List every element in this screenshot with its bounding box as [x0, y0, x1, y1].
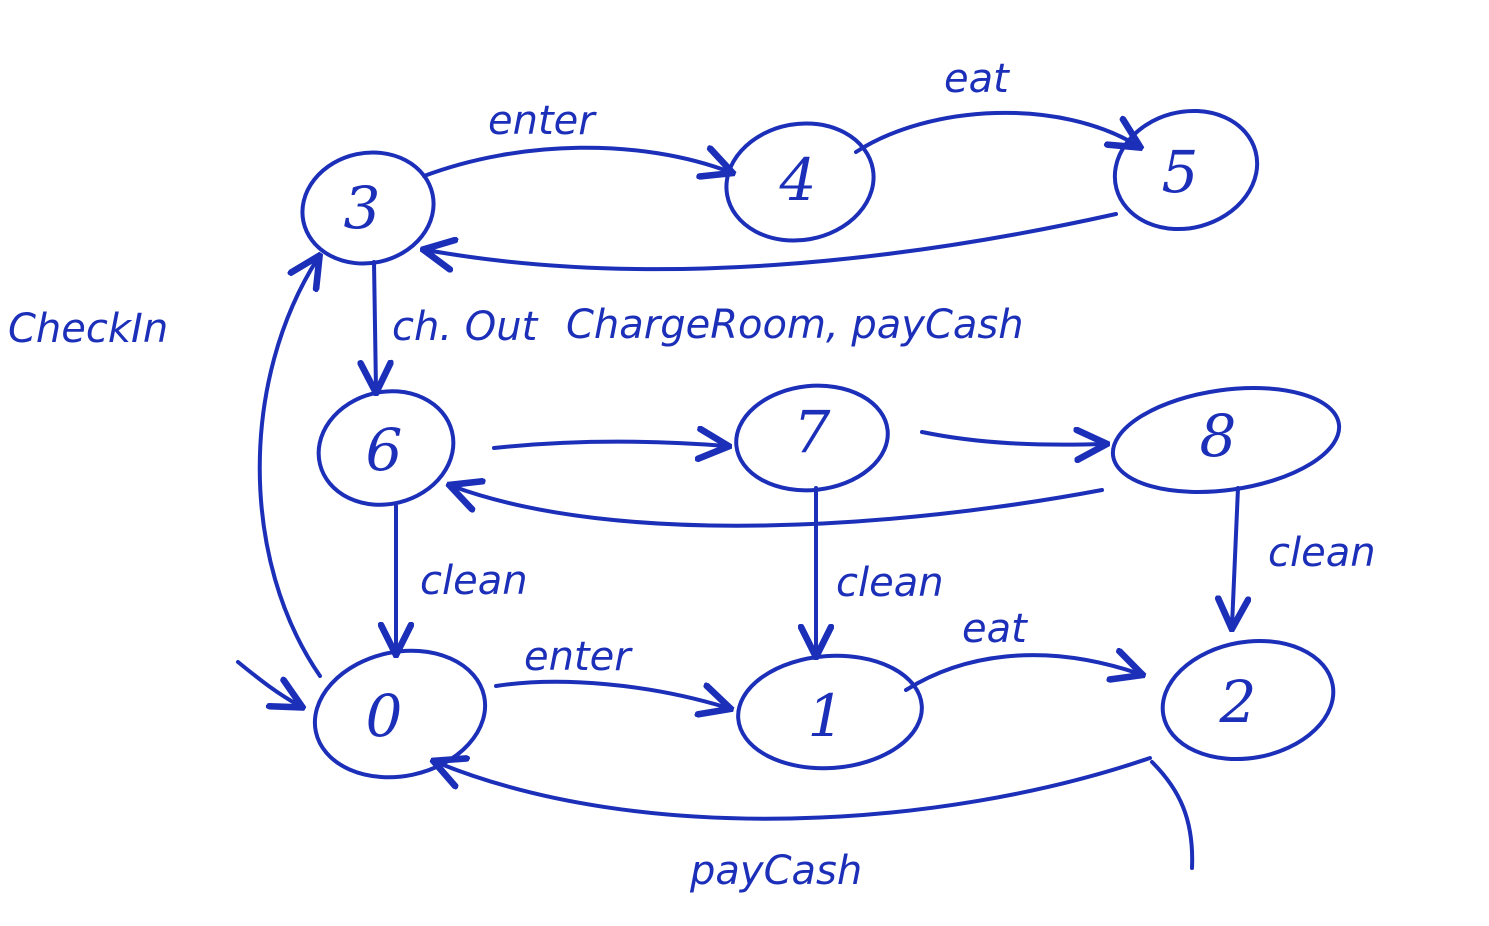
edge-label-7-1: clean [836, 560, 944, 606]
svg-text:2: 2 [1219, 668, 1257, 736]
edge-label-2-0: payCash [689, 848, 862, 894]
node-0: 0 [312, 648, 488, 780]
edge-label-3-6: ch. Out [392, 304, 539, 350]
edge-8-2 [1232, 486, 1238, 626]
edge-label-4-5: eat [944, 56, 1010, 102]
edge-label-0-3: CheckIn [8, 306, 168, 352]
node-4: 4 [724, 121, 876, 243]
node-3: 3 [300, 150, 436, 266]
svg-text:7: 7 [794, 398, 831, 466]
node-8: 8 [1110, 386, 1342, 494]
edge-6-7 [492, 442, 726, 448]
svg-text:6: 6 [366, 416, 403, 484]
scribble-line [1150, 760, 1195, 870]
node-7: 7 [734, 383, 890, 493]
edge-0-3 [257, 258, 320, 678]
edge-label-5-3: ChargeRoom, payCash [566, 302, 1024, 348]
node-1: 1 [736, 653, 924, 771]
svg-text:3: 3 [344, 174, 381, 242]
svg-text:1: 1 [808, 682, 845, 750]
initial-arrow [236, 660, 300, 706]
edge-8-6 [452, 486, 1104, 528]
svg-text:0: 0 [366, 682, 403, 750]
node-2: 2 [1160, 638, 1336, 762]
svg-text:4: 4 [779, 146, 817, 214]
edge-3-4 [422, 148, 730, 176]
svg-text:5: 5 [1162, 138, 1199, 206]
edge-label-3-4: enter [488, 98, 597, 144]
edge-1-2 [904, 655, 1140, 692]
edge-label-8-2: clean [1268, 530, 1376, 576]
edge-3-6 [374, 260, 376, 390]
edge-2-0 [436, 758, 1152, 821]
edge-4-5 [854, 110, 1138, 154]
node-6: 6 [316, 389, 456, 507]
svg-text:8: 8 [1200, 402, 1237, 470]
edge-5-3 [426, 212, 1118, 269]
edge-7-8 [920, 432, 1104, 445]
node-5: 5 [1112, 108, 1260, 232]
edge-label-6-0: clean [420, 558, 528, 604]
edge-label-0-1: enter [524, 634, 633, 680]
edge-label-1-2: eat [962, 606, 1028, 652]
edge-0-1 [494, 679, 728, 708]
